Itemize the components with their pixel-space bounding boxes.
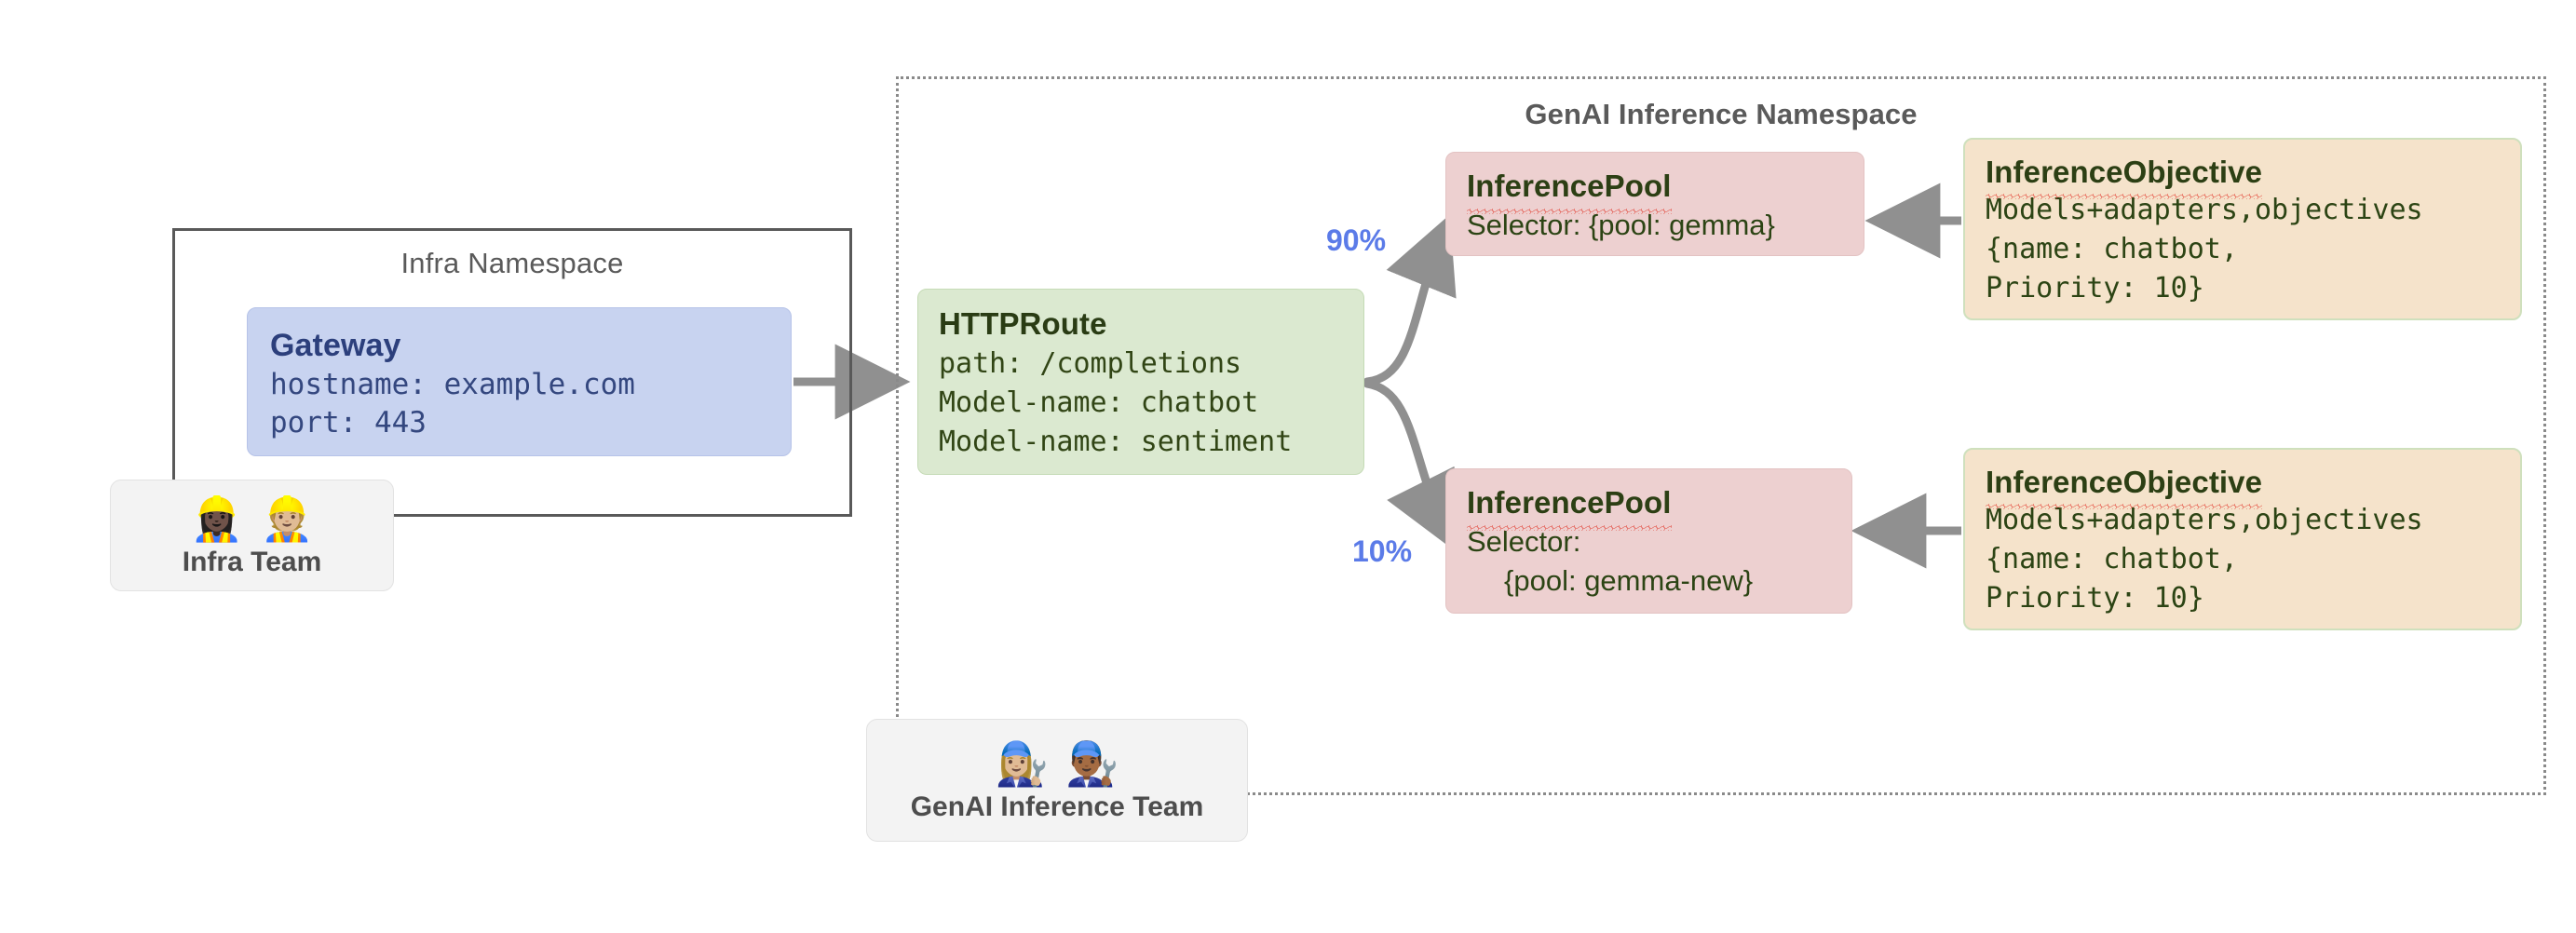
spellcheck-squiggle-icon: InferenceObjective: [1986, 155, 2263, 199]
node-inferenceobjective-top-line-name: {name: chatbot,: [1986, 233, 2238, 265]
node-inferenceobjective-bottom-title: InferenceObjective: [1986, 463, 2500, 509]
node-httproute-line-model-sentiment: Model-name: sentiment: [939, 426, 1293, 458]
namespace-genai: [896, 76, 2546, 795]
node-httproute-title: HTTPRoute: [939, 306, 1107, 341]
team-infra[interactable]: 👷🏿‍♀️👷🏼 Infra Team: [110, 480, 394, 591]
mechanic-icon: 👩🏼‍🔧👨🏾‍🔧: [995, 739, 1136, 788]
node-gateway-line-hostname: hostname: example.com: [270, 368, 635, 401]
node-inferencepool-gemma-title: InferencePool: [1467, 166, 1843, 214]
spellcheck-squiggle-icon: InferencePool: [1467, 166, 1672, 214]
construction-worker-icon: 👷🏿‍♀️👷🏼: [190, 494, 331, 543]
team-genai-inference-label: GenAI Inference Team: [910, 791, 1204, 822]
node-inferencepool-gemma-new-selector-value: {pool: gemma-new}: [1504, 564, 1754, 597]
spellcheck-squiggle-icon: InferenceObjective: [1986, 465, 2263, 509]
node-inferenceobjective-bottom[interactable]: InferenceObjective Models+adapters,objec…: [1963, 448, 2522, 630]
node-inferenceobjective-bottom-line-name: {name: chatbot,: [1986, 543, 2238, 575]
node-gateway[interactable]: Gateway hostname: example.com port: 443: [247, 307, 792, 456]
namespace-infra-label: Infra Namespace: [400, 247, 624, 279]
node-inferenceobjective-bottom-line-priority: Priority: 10}: [1986, 582, 2204, 615]
node-inferencepool-gemma-new-title: InferencePool: [1467, 482, 1831, 531]
team-infra-label: Infra Team: [182, 547, 322, 577]
node-httproute[interactable]: HTTPRoute path: /completions Model-name:…: [917, 289, 1364, 475]
node-inferenceobjective-top-line-priority: Priority: 10}: [1986, 272, 2204, 304]
team-genai-inference[interactable]: 👩🏼‍🔧👨🏾‍🔧 GenAI Inference Team: [866, 719, 1248, 842]
node-inferencepool-gemma-new[interactable]: InferencePool Selector: {pool: gemma-new…: [1445, 468, 1852, 614]
node-gateway-title: Gateway: [270, 328, 401, 363]
node-httproute-line-model-chatbot: Model-name: chatbot: [939, 386, 1259, 419]
spellcheck-squiggle-icon: InferencePool: [1467, 482, 1672, 531]
namespace-genai-label: GenAI Inference Namespace: [1525, 98, 1918, 130]
node-inferenceobjective-top[interactable]: InferenceObjective Models+adapters,objec…: [1963, 138, 2522, 320]
node-inferencepool-gemma[interactable]: InferencePool Selector: {pool: gemma}: [1445, 152, 1864, 256]
edge-weight-90: 90%: [1326, 223, 1387, 257]
node-gateway-line-port: port: 443: [270, 406, 427, 439]
edge-weight-10: 10%: [1352, 534, 1413, 568]
node-inferenceobjective-top-title: InferenceObjective: [1986, 153, 2500, 199]
node-httproute-line-path: path: /completions: [939, 347, 1242, 380]
namespace-infra: [172, 228, 852, 517]
